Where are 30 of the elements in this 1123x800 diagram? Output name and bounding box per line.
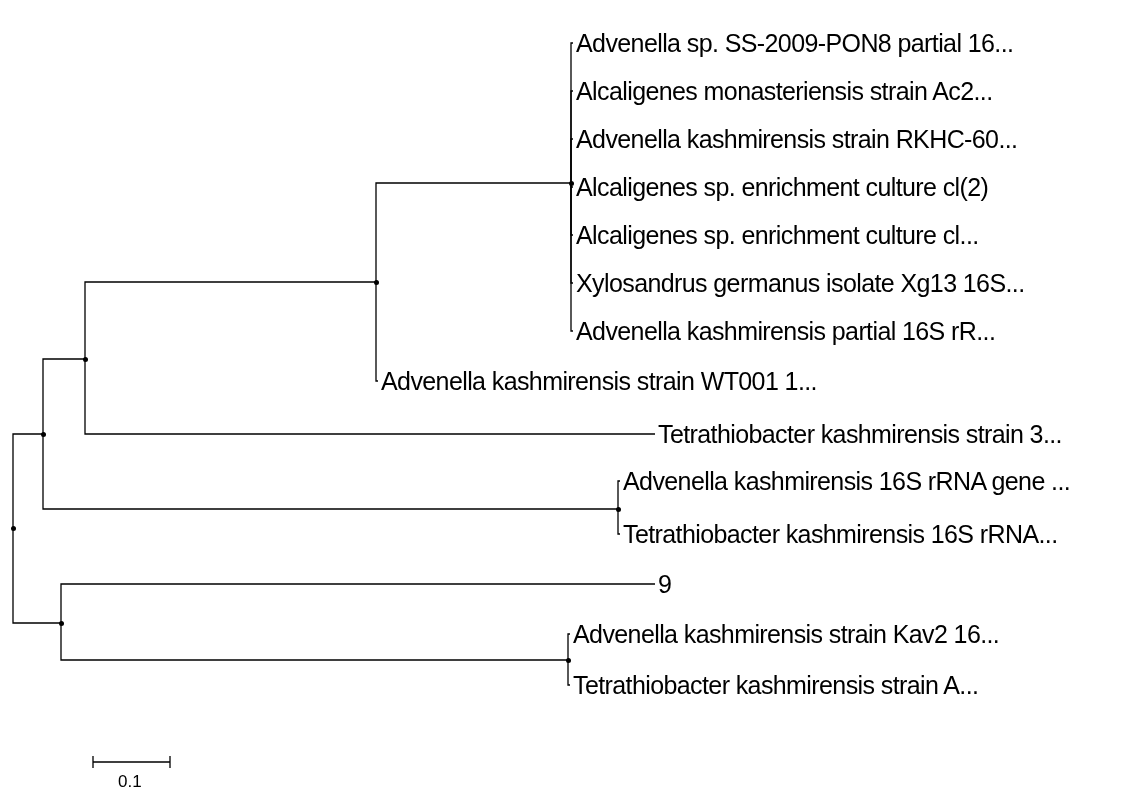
branch-node	[41, 432, 46, 437]
taxon-label: Alcaligenes sp. enrichment culture cl...	[576, 220, 979, 250]
tree-branch	[42, 358, 86, 435]
taxon-label: Advenella kashmirensis strain RKHC-60...	[576, 124, 1018, 154]
taxon-label: Alcaligenes monasteriensis strain Ac2...	[576, 76, 993, 106]
tree-branch	[570, 138, 574, 184]
taxon-label: Advenella sp. SS-2009-PON8 partial 16...	[576, 28, 1014, 58]
taxon-label: 9	[658, 569, 672, 599]
branch-node	[11, 526, 16, 531]
branch-node	[566, 658, 571, 663]
tree-branch	[617, 480, 621, 510]
tree-branch	[567, 633, 571, 661]
scale-value: 0.1	[118, 772, 142, 792]
branch-node	[59, 621, 64, 626]
tree-branch	[375, 182, 572, 283]
taxon-label: Advenella kashmirensis strain WT001 1...	[381, 366, 817, 396]
branch-node	[83, 357, 88, 362]
branch-node	[616, 507, 621, 512]
taxon-label: Tetrathiobacter kashmirensis strain 3...	[658, 419, 1062, 449]
taxon-label: Advenella kashmirensis strain Kav2 16...	[573, 619, 1000, 649]
taxon-label: Advenella kashmirensis 16S rRNA gene ...	[623, 466, 1071, 496]
taxon-label: Xylosandrus germanus isolate Xg13 16S...	[576, 268, 1025, 298]
tree-branch	[84, 281, 377, 360]
tree-branch	[60, 583, 656, 624]
taxon-label: Tetrathiobacter kashmirensis strain A...	[573, 670, 979, 700]
taxon-label: Alcaligenes sp. enrichment culture cl(2)	[576, 172, 989, 202]
taxon-label: Advenella kashmirensis partial 16S rR...	[576, 316, 996, 346]
taxon-label: Tetrathiobacter kashmirensis 16S rRNA...	[623, 519, 1058, 549]
tree-branch	[12, 433, 44, 529]
branch-node	[374, 280, 379, 285]
